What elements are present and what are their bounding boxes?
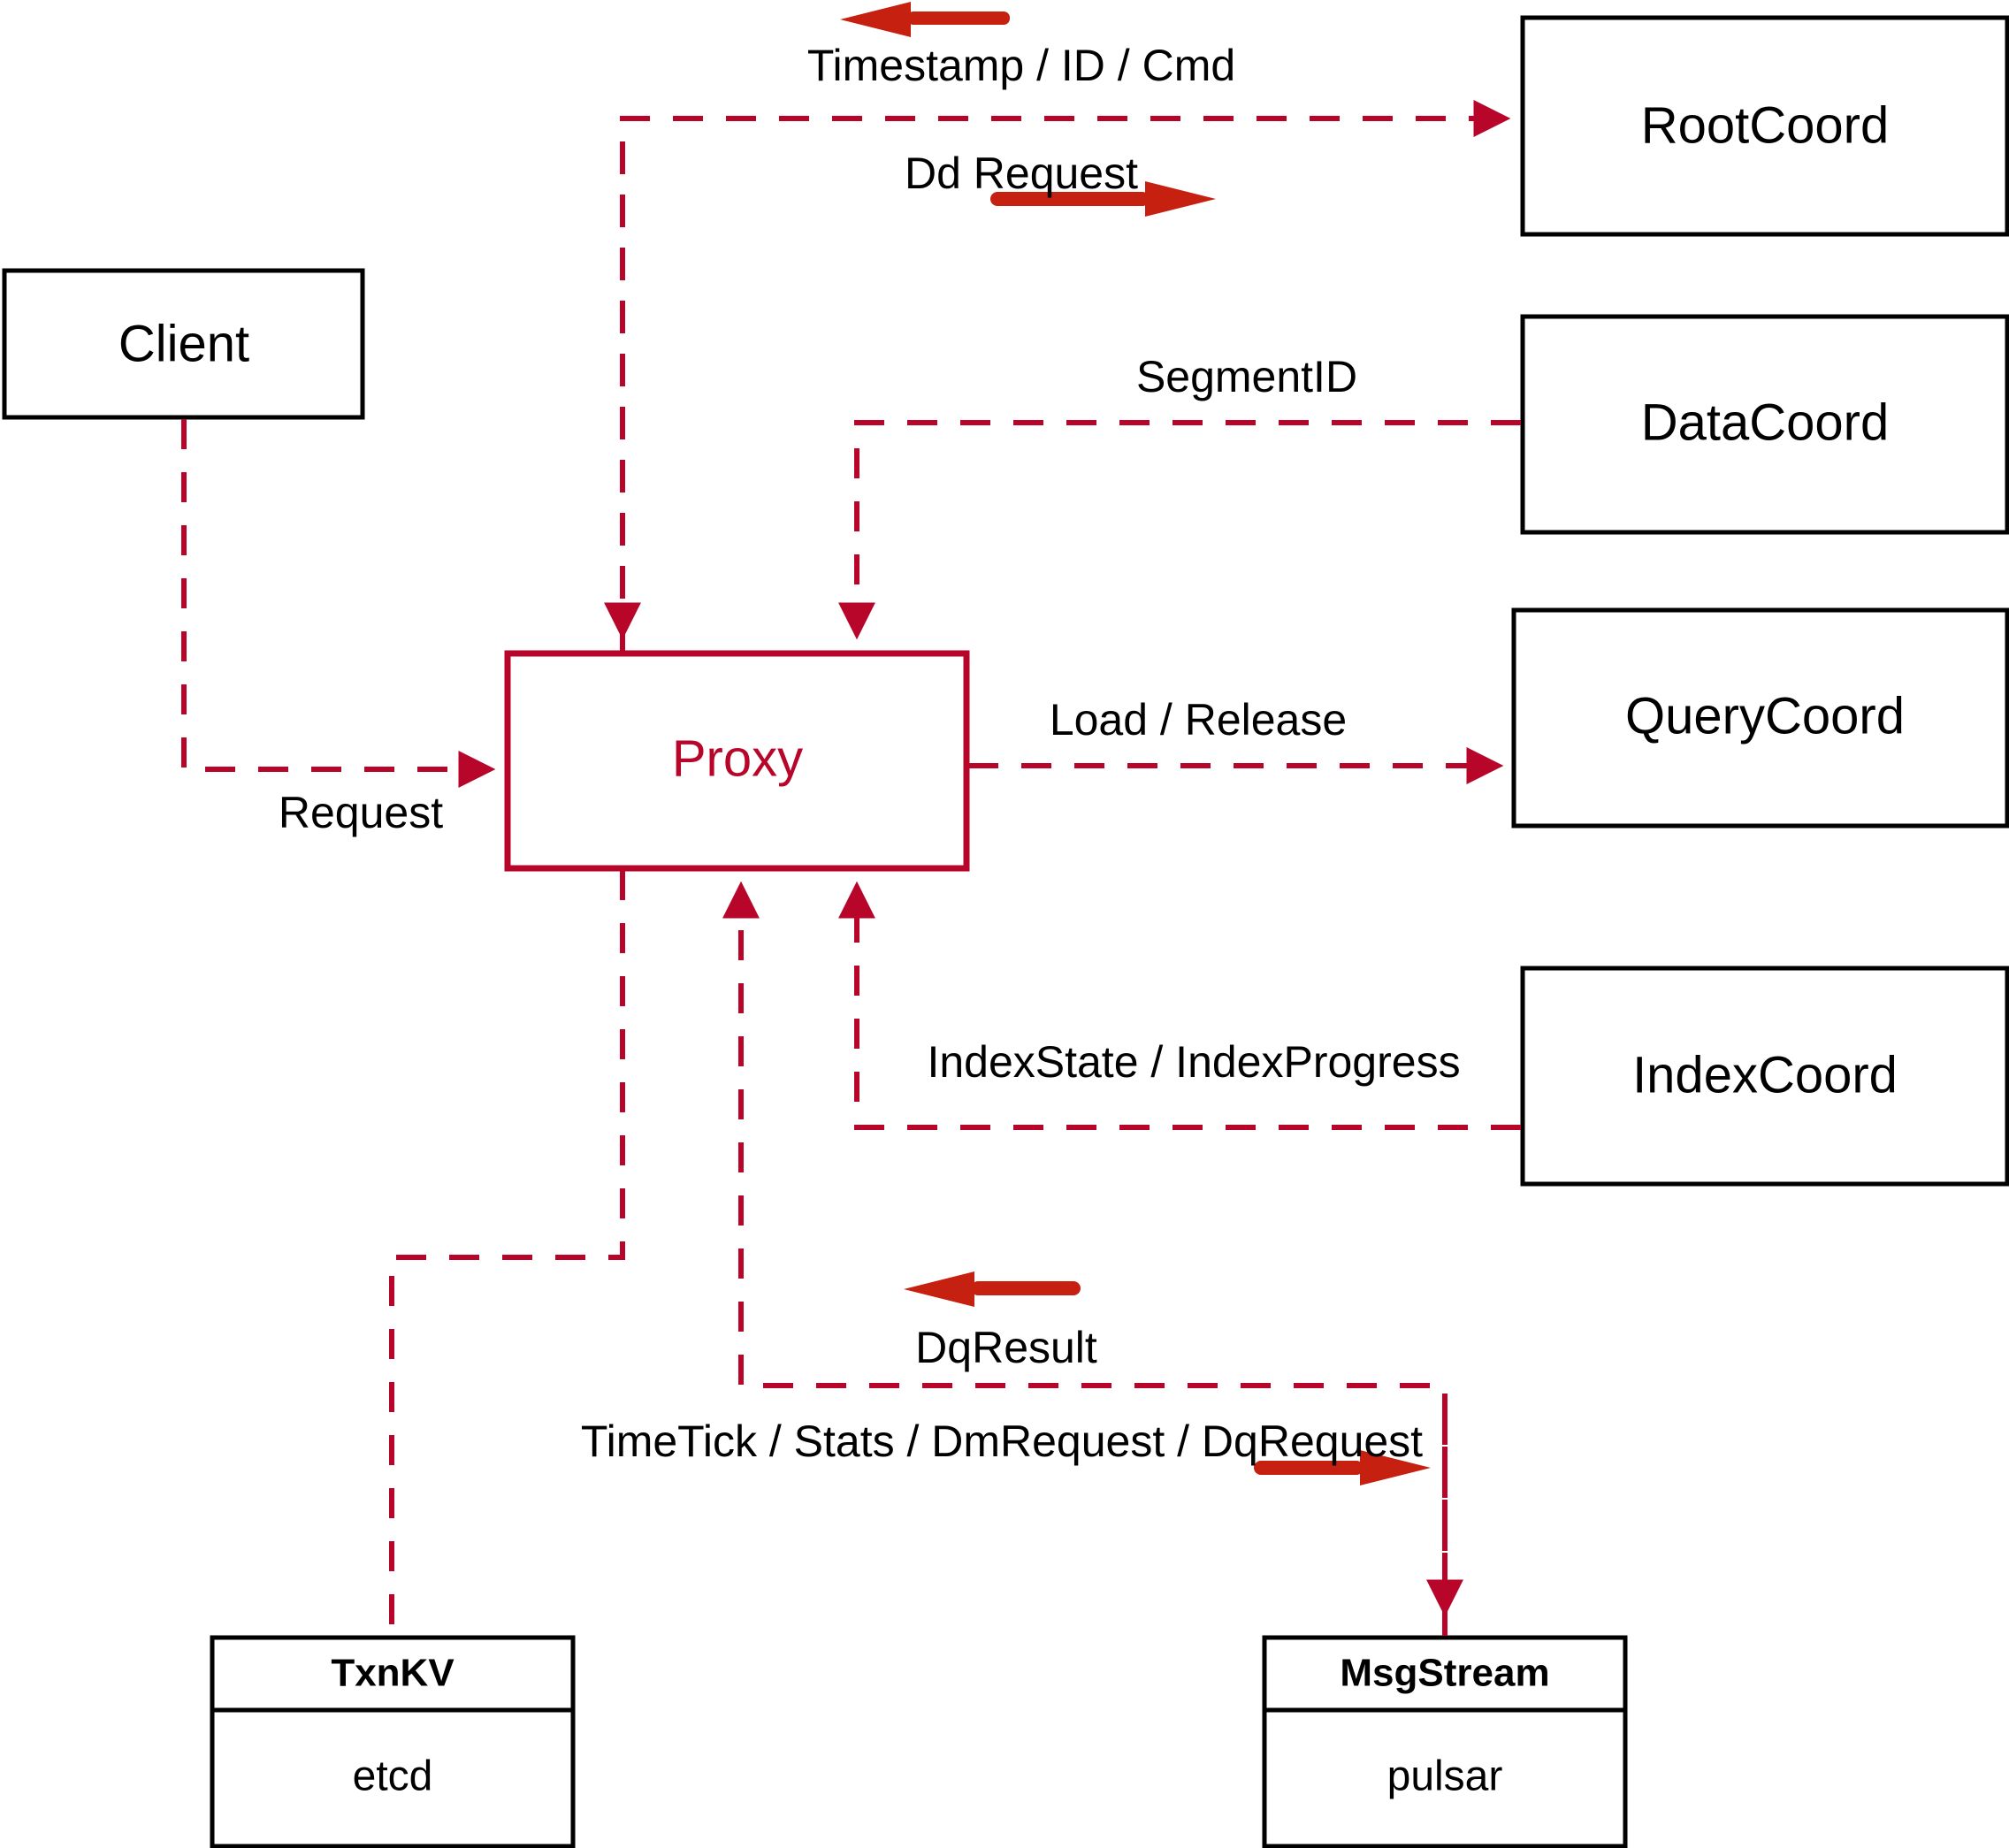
node-data-coord[interactable]: DataCoord xyxy=(1520,314,2009,535)
txnkv-impl: etcd xyxy=(353,1753,433,1800)
msgstream-title: MsgStream xyxy=(1340,1652,1549,1695)
edge-path-msgstream xyxy=(722,881,1448,1636)
edge-label-request: Request xyxy=(279,788,443,837)
proxy-box[interactable] xyxy=(504,650,970,872)
txnkv-box[interactable] xyxy=(210,1635,576,1848)
index-coord-label: IndexCoord xyxy=(1632,1046,1898,1103)
edge-path-request xyxy=(181,419,496,788)
edge-label-dq-result: DqResult xyxy=(915,1323,1097,1372)
index-coord-box[interactable] xyxy=(1520,966,2009,1187)
edge-path-index-state xyxy=(838,881,1521,1130)
node-query-coord[interactable]: QueryCoord xyxy=(1511,607,2009,829)
query-coord-label: QueryCoord xyxy=(1625,687,1905,745)
edge-label-load-release: Load / Release xyxy=(1050,695,1347,745)
node-index-coord[interactable]: IndexCoord xyxy=(1520,966,2009,1187)
edge-label-timestamp-id-cmd: Timestamp / ID / Cmd xyxy=(807,41,1235,90)
data-coord-box[interactable] xyxy=(1520,314,2009,535)
proxy-label: Proxy xyxy=(672,729,803,787)
edge-label-timetick-stats: TimeTick / Stats / DmRequest / DqRequest xyxy=(581,1417,1423,1466)
node-msgstream[interactable]: MsgStream pulsar xyxy=(1262,1635,1628,1848)
txnkv-title: TxnKV xyxy=(331,1652,455,1695)
edge-label-index-state: IndexState / IndexProgress xyxy=(927,1037,1460,1087)
arrow-timetick-stats xyxy=(1254,1450,1431,1485)
root-coord-label: RootCoord xyxy=(1641,96,1889,154)
node-client[interactable]: Client xyxy=(2,268,365,420)
edge-label-dd-request: Dd Request xyxy=(905,149,1138,198)
msgstream-impl: pulsar xyxy=(1387,1753,1503,1800)
node-root-coord[interactable]: RootCoord xyxy=(1520,15,2009,237)
data-coord-label: DataCoord xyxy=(1641,393,1889,451)
msgstream-box[interactable] xyxy=(1262,1635,1628,1848)
edge-label-segment-id: SegmentID xyxy=(1136,352,1357,401)
client-box[interactable] xyxy=(2,268,365,420)
edge-path-segment-id xyxy=(838,420,1521,640)
arrow-timestamp-id-cmd xyxy=(840,2,1010,37)
client-label: Client xyxy=(118,315,249,372)
query-coord-box[interactable] xyxy=(1511,607,2009,829)
node-proxy[interactable]: Proxy xyxy=(504,650,970,872)
arrow-dd-request xyxy=(990,181,1216,217)
node-txnkv[interactable]: TxnKV etcd xyxy=(210,1635,576,1848)
edge-path-txnkv xyxy=(389,870,625,1636)
root-coord-box[interactable] xyxy=(1520,15,2009,237)
arrow-dq-result xyxy=(904,1271,1081,1307)
